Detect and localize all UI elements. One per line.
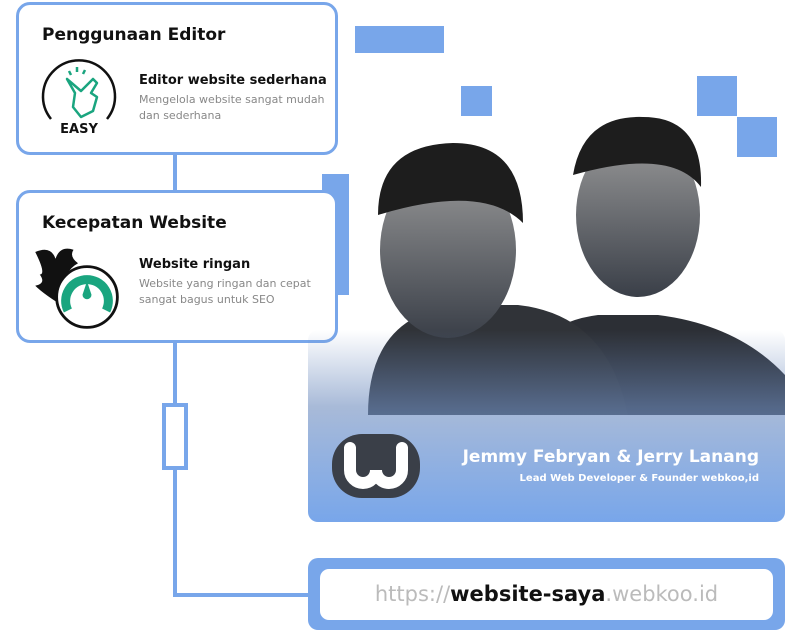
decor-square bbox=[355, 26, 444, 53]
connector-resistor bbox=[162, 403, 188, 470]
decor-square bbox=[737, 117, 777, 157]
url-bar: https://website-saya.webkoo.id bbox=[308, 558, 785, 630]
url-domain: .webkoo.id bbox=[605, 582, 719, 606]
decor-square bbox=[697, 76, 737, 116]
card-description: Mengelola website sangat mudah dan seder… bbox=[139, 93, 325, 122]
webkoo-w-logo bbox=[332, 434, 420, 498]
easy-hand-icon: EASY bbox=[41, 59, 117, 137]
card-title: Penggunaan Editor bbox=[42, 25, 226, 45]
url-field[interactable]: https://website-saya.webkoo.id bbox=[320, 569, 773, 620]
speedometer-icon bbox=[35, 248, 119, 329]
card-heading: Website ringan bbox=[139, 257, 251, 272]
feature-card-speed: Kecepatan Website Website ringan Website… bbox=[16, 190, 338, 343]
profile-banner: Jemmy Febryan & Jerry Lanang Lead Web De… bbox=[308, 330, 785, 522]
founder-role: Lead Web Developer & Founder webkoo,id bbox=[519, 473, 759, 484]
card-title: Kecepatan Website bbox=[42, 213, 227, 233]
feature-card-editor: Penggunaan Editor EASY Editor website se… bbox=[16, 2, 338, 155]
decor-square bbox=[461, 86, 492, 116]
connector-line bbox=[173, 593, 310, 597]
url-scheme: https:// bbox=[374, 582, 451, 606]
founder-names: Jemmy Febryan & Jerry Lanang bbox=[462, 447, 759, 467]
connector-line bbox=[173, 150, 177, 195]
card-heading: Editor website sederhana bbox=[139, 73, 327, 88]
url-subdomain: website-saya bbox=[450, 582, 606, 606]
easy-label: EASY bbox=[60, 122, 98, 137]
card-description: Website yang ringan dan cepat sangat bag… bbox=[139, 277, 311, 306]
